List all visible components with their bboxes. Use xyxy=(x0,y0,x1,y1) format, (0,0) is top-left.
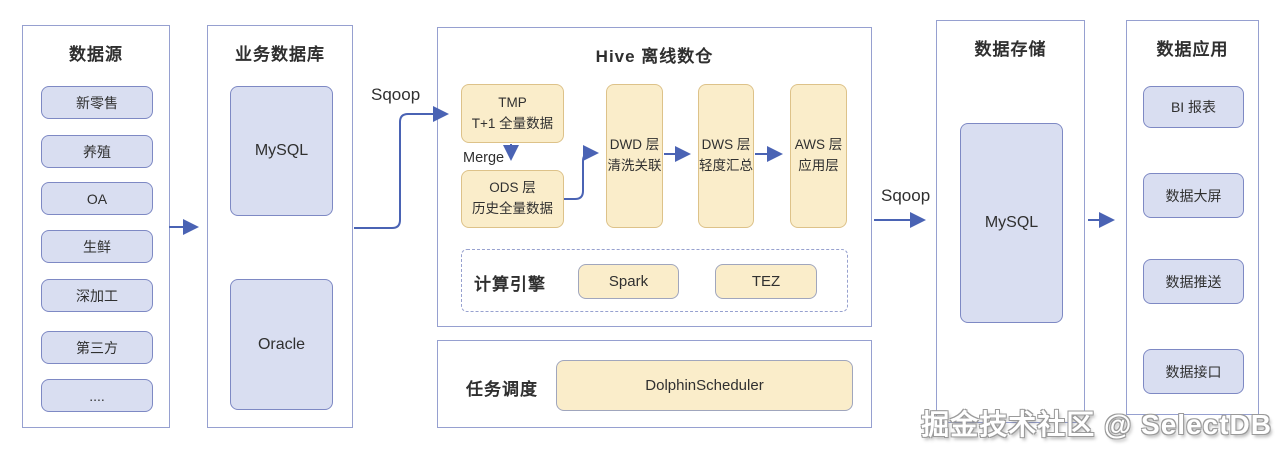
watermark-text: 掘金技术社区 @ SelectDB xyxy=(921,409,1272,440)
merge-label: Merge xyxy=(463,150,505,166)
tez-box: TEZ xyxy=(715,264,817,299)
source-item-oa: OA xyxy=(41,182,153,215)
app-item-data-api: 数据接口 xyxy=(1143,349,1244,394)
hive-title: Hive 离线数仓 xyxy=(595,47,714,66)
business-db-oracle: Oracle xyxy=(230,279,333,410)
compute-engine-label: 计算引擎 xyxy=(474,275,546,294)
business-db-title: 业务数据库 xyxy=(235,45,325,64)
data-storage-panel: 数据存储 MySQL xyxy=(936,20,1085,423)
source-item-farming: 养殖 xyxy=(41,135,153,168)
app-item-bi-report: BI 报表 xyxy=(1143,86,1244,128)
data-storage-title: 数据存储 xyxy=(974,40,1047,59)
scheduler-panel: 任务调度 DolphinScheduler xyxy=(437,340,872,428)
dws-box: DWS 层 轻度汇总 xyxy=(698,84,754,228)
business-db-panel: 业务数据库 MySQL Oracle xyxy=(207,25,353,428)
spark-box: Spark xyxy=(578,264,679,299)
source-item-third-party: 第三方 xyxy=(41,331,153,364)
tmp-box: TMP T+1 全量数据 xyxy=(461,84,564,143)
source-item-processing: 深加工 xyxy=(41,279,153,312)
hive-warehouse-panel: Hive 离线数仓 TMP T+1 全量数据 Merge ODS 层 历史全量数… xyxy=(437,27,872,327)
arrow-sqoop-in xyxy=(354,106,449,229)
source-item-fresh: 生鲜 xyxy=(41,230,153,263)
aws-box: AWS 层 应用层 xyxy=(790,84,847,228)
business-db-mysql: MySQL xyxy=(230,86,333,216)
ods-box: ODS 层 历史全量数据 xyxy=(461,170,564,228)
storage-mysql: MySQL xyxy=(960,123,1063,323)
dolphinscheduler-box: DolphinScheduler xyxy=(556,360,853,411)
app-item-big-screen: 数据大屏 xyxy=(1143,173,1244,218)
dwd-box: DWD 层 清洗关联 xyxy=(606,84,663,228)
scheduler-label: 任务调度 xyxy=(466,380,538,399)
source-item-more: .... xyxy=(41,379,153,412)
data-app-title: 数据应用 xyxy=(1156,40,1229,59)
sqoop-out-label: Sqoop xyxy=(881,186,931,205)
data-source-title: 数据源 xyxy=(69,45,123,64)
app-item-data-push: 数据推送 xyxy=(1143,259,1244,304)
sqoop-in-label: Sqoop xyxy=(371,85,421,104)
source-item-new-retail: 新零售 xyxy=(41,86,153,119)
data-source-panel: 数据源 新零售 养殖 OA 生鲜 深加工 第三方 .... xyxy=(22,25,170,428)
data-app-panel: 数据应用 BI 报表 数据大屏 数据推送 数据接口 xyxy=(1126,20,1259,415)
